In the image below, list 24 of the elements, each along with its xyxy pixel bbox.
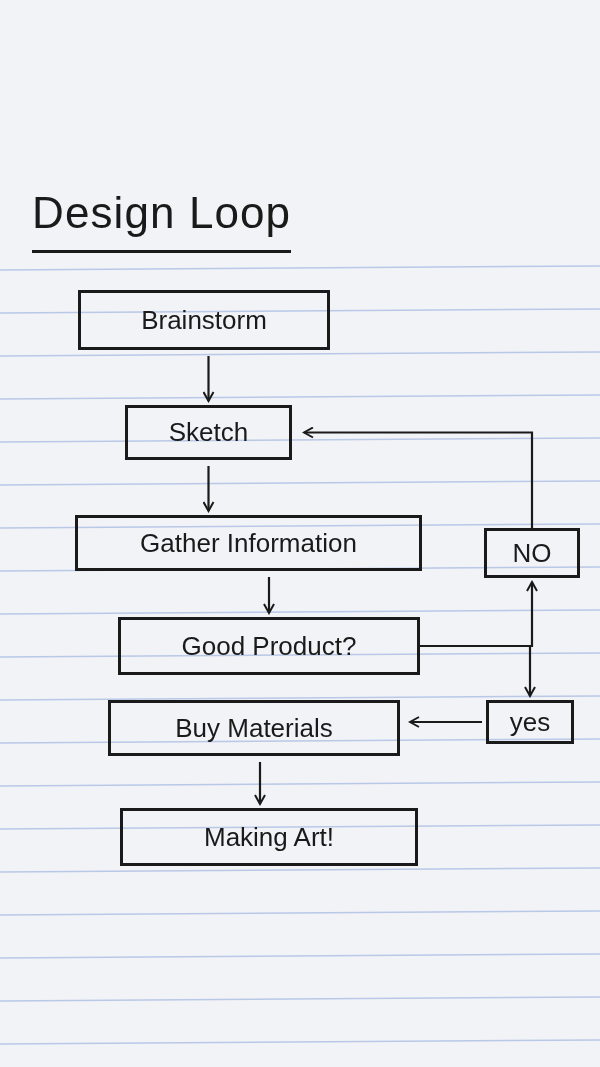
box-label: yes [509, 705, 551, 739]
arrow [202, 466, 215, 512]
arrow [254, 762, 266, 805]
arrow [202, 356, 215, 402]
box-label: Sketch [168, 416, 249, 449]
process-box [486, 700, 574, 744]
box-label: Making Art! [203, 820, 335, 854]
box-label: NO [512, 536, 552, 570]
box-label: Good Product? [181, 629, 357, 663]
process-box [484, 528, 580, 578]
process-box [108, 700, 400, 756]
box-label: Buy Materials [175, 711, 333, 745]
process-box [78, 290, 330, 350]
title: Design Loop [32, 180, 292, 253]
process-box [75, 515, 422, 571]
process-box [120, 808, 418, 866]
arrow [420, 644, 536, 697]
process-box [118, 617, 420, 675]
arrow [409, 716, 482, 728]
process-box [125, 405, 292, 460]
box-label: Gather Information [140, 526, 357, 560]
arrow [263, 577, 275, 614]
box-label: Brainstorm [141, 303, 267, 337]
arrow [303, 426, 534, 528]
